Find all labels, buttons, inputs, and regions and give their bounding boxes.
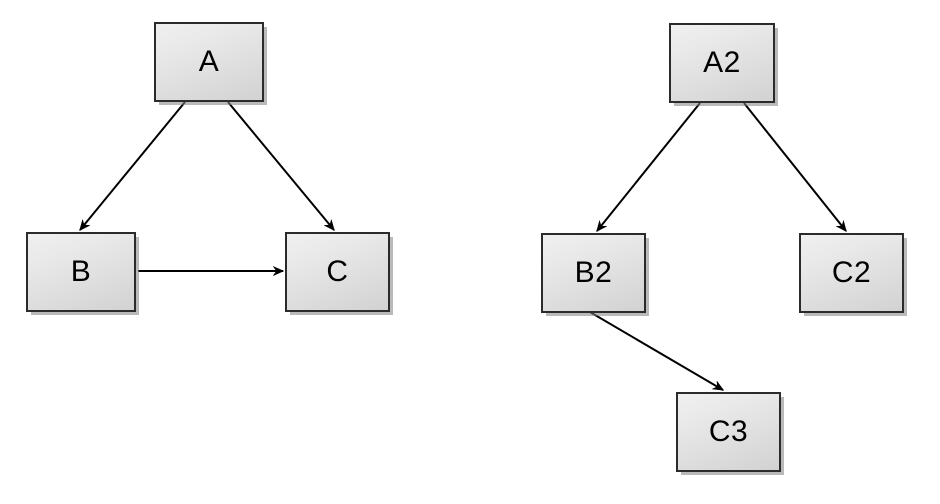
- node-label-b: B: [70, 255, 92, 288]
- node-label-c: C: [326, 255, 349, 288]
- node-label-b2: B2: [574, 256, 613, 289]
- node-label-c2: C2: [831, 256, 872, 289]
- node-c[interactable]: C: [285, 232, 390, 312]
- node-c2[interactable]: C2: [799, 233, 904, 313]
- node-c3[interactable]: C3: [676, 392, 781, 472]
- edge-a2-to-c2: [743, 102, 847, 231]
- edge-b2-to-c3: [577, 304, 723, 391]
- edge-a2-to-b2: [597, 102, 701, 231]
- edge-a-to-b: [80, 101, 186, 230]
- node-label-c3: C3: [708, 415, 749, 448]
- node-b[interactable]: B: [26, 232, 136, 312]
- node-a[interactable]: A: [154, 22, 264, 102]
- node-label-a2: A2: [703, 46, 741, 79]
- edge-a-to-c: [227, 101, 334, 230]
- node-b2[interactable]: B2: [541, 233, 646, 313]
- node-label-a: A: [198, 45, 220, 78]
- node-a2[interactable]: A2: [669, 23, 775, 103]
